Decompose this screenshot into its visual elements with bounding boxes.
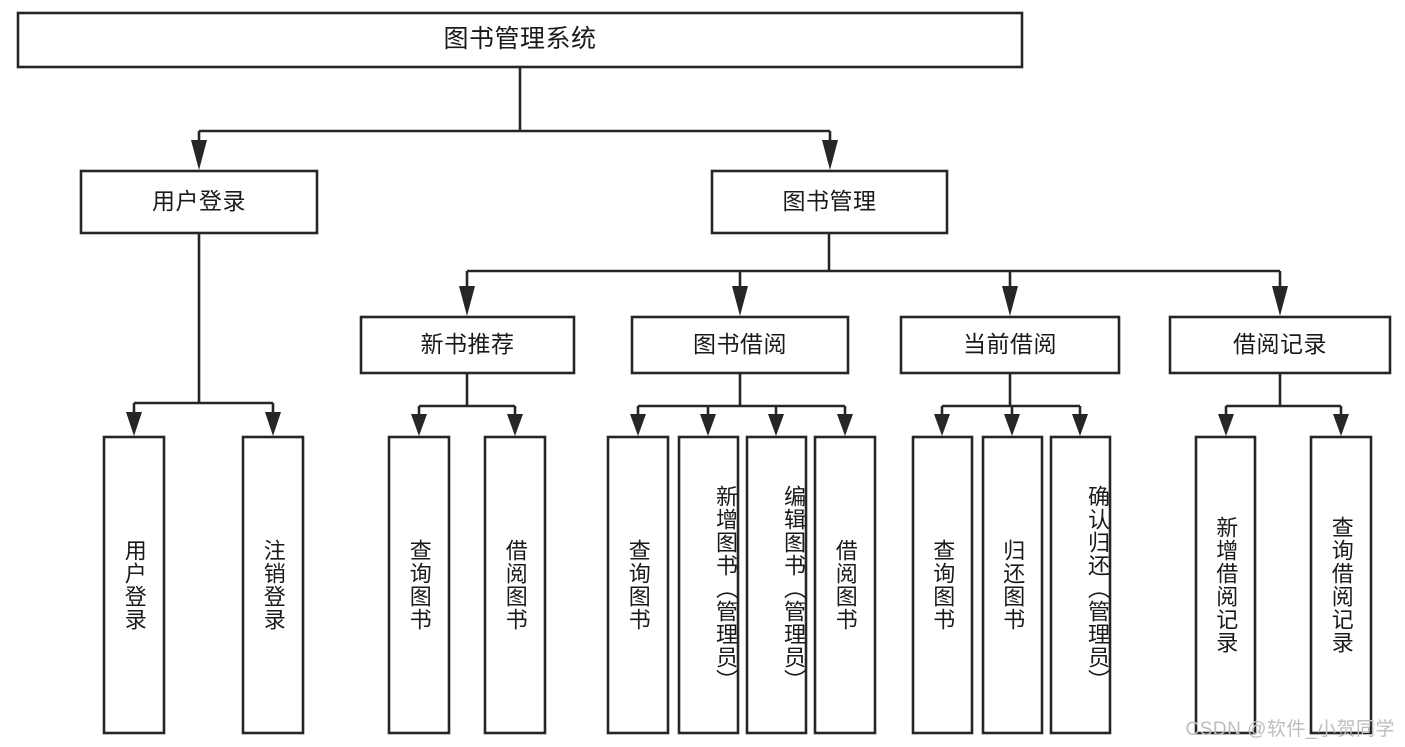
node-box-current-borrow[interactable] — [899, 315, 1121, 375]
connector-newbook-to-leaves — [411, 373, 523, 436]
node-box-book-management[interactable] — [710, 169, 949, 235]
node-box-leaf-logout[interactable] — [241, 435, 305, 735]
node-box-leaf-query-book-1[interactable] — [387, 435, 451, 735]
node-box-leaf-edit-book[interactable] — [745, 435, 808, 735]
node-box-book-borrow[interactable] — [630, 315, 850, 375]
arrow-head-leaf-add-record — [1218, 414, 1234, 436]
arrow-head-leaf-return-book — [1004, 414, 1020, 436]
node-box-leaf-confirm-return[interactable] — [1049, 435, 1112, 735]
node-box-leaf-add-record[interactable] — [1194, 435, 1257, 735]
node-box-leaf-query-book-2[interactable] — [606, 435, 670, 735]
arrow-head-leaf-borrow-book-1 — [507, 414, 523, 436]
arrow-head-leaf-confirm-return — [1072, 414, 1088, 436]
connector-bookborrow-to-leaves — [630, 373, 853, 436]
node-box-leaf-user-login[interactable] — [102, 435, 166, 735]
connector-currentborrow-to-leaves — [934, 373, 1088, 436]
arrow-head-leaf-add-book — [700, 414, 716, 436]
arrow-head-leaf-query-book-3 — [934, 414, 950, 436]
node-box-borrow-record[interactable] — [1168, 315, 1392, 375]
arrow-head-leaf-query-book-1 — [411, 414, 427, 436]
connector-root-to-level2 — [191, 67, 838, 170]
arrow-head-current-borrow — [1002, 286, 1018, 316]
arrow-head-book-borrow — [732, 286, 748, 316]
node-box-leaf-return-book[interactable] — [981, 435, 1044, 735]
node-box-leaf-query-book-3[interactable] — [911, 435, 974, 735]
arrow-head-borrow-record — [1272, 286, 1288, 316]
arrow-head-leaf-user-login — [126, 412, 142, 436]
arrow-head-leaf-logout — [265, 412, 281, 436]
node-box-leaf-add-book[interactable] — [677, 435, 740, 735]
arrow-head-leaf-query-book-2 — [630, 414, 646, 436]
node-box-root[interactable] — [16, 11, 1024, 69]
node-box-user-login[interactable] — [79, 169, 319, 235]
connector-borrowrecord-to-leaves — [1218, 373, 1349, 436]
arrow-head-leaf-query-record — [1333, 414, 1349, 436]
arrow-head-leaf-edit-book — [768, 414, 784, 436]
node-box-leaf-borrow-book-2[interactable] — [813, 435, 877, 735]
node-box-leaf-borrow-book-1[interactable] — [483, 435, 547, 735]
arrow-head-book-management — [822, 140, 838, 170]
arrow-head-leaf-borrow-book-2 — [837, 414, 853, 436]
arrow-head-new-book-recommend — [459, 286, 475, 316]
connector-userlogin-to-leaves — [126, 233, 281, 436]
connector-bookmgmt-to-level3 — [459, 233, 1288, 316]
node-box-new-book-recommend[interactable] — [359, 315, 576, 375]
arrow-head-user-login — [191, 140, 207, 170]
node-box-leaf-query-record[interactable] — [1309, 435, 1373, 735]
